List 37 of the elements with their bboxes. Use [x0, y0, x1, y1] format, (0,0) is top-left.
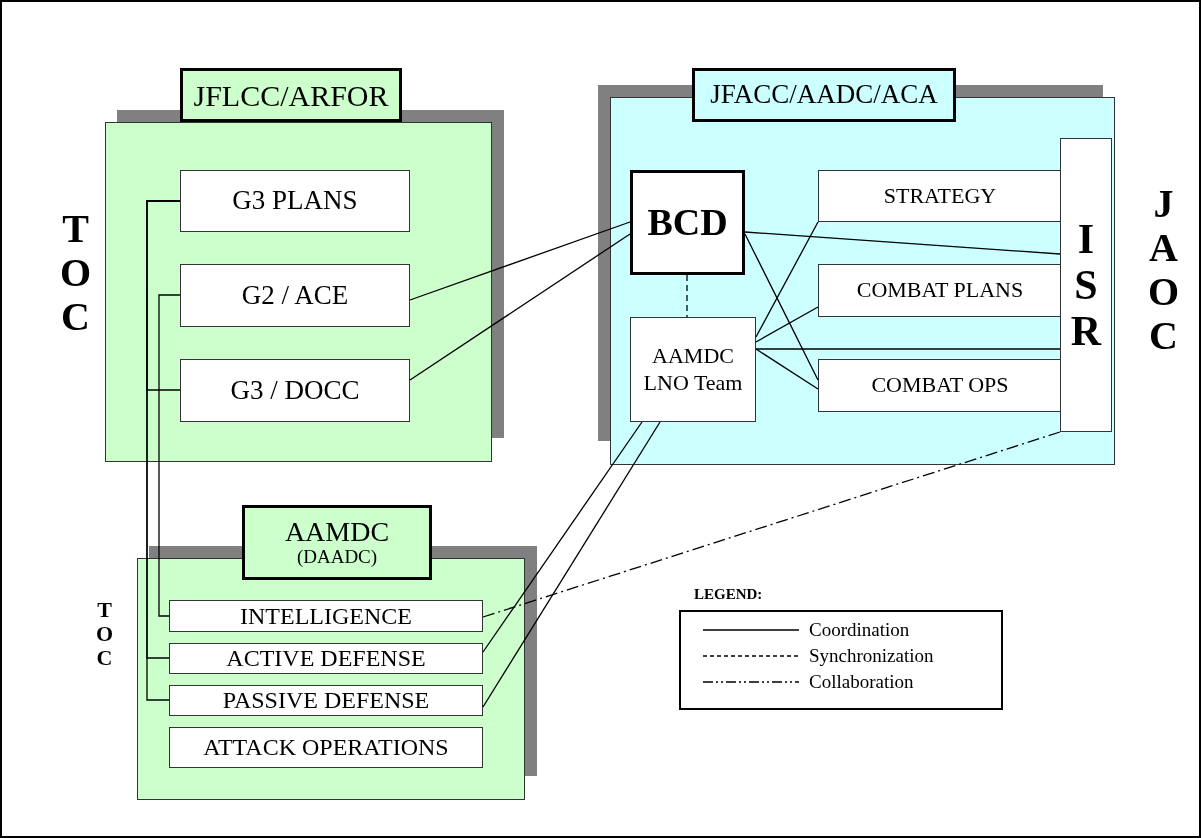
header-subtitle: (DAADC)	[296, 547, 378, 569]
legend-title: LEGEND:	[694, 586, 763, 603]
connector-line	[755, 348, 819, 390]
unit-box: INTELLIGENCE	[169, 600, 483, 632]
header-title: JFACC/AADC/ACA	[710, 80, 938, 110]
unit-box: ACTIVE DEFENSE	[169, 643, 483, 674]
unit-box: G2 / ACE	[180, 264, 410, 327]
dash-dot-connector	[482, 431, 1061, 618]
side-label: TOC	[60, 207, 92, 339]
connector-line	[744, 231, 1061, 255]
unit-box: ATTACK OPERATIONS	[169, 727, 483, 768]
connector-line	[744, 233, 819, 381]
side-label: JAOC	[1148, 182, 1180, 358]
connector-line	[409, 221, 631, 301]
unit-box: AAMDC LNO Team	[630, 317, 756, 422]
connector-line	[755, 348, 1061, 350]
connector-line	[409, 233, 631, 381]
legend-label: Synchronization	[809, 645, 934, 667]
unit-box: G3 / DOCC	[180, 359, 410, 422]
unit-box: BCD	[630, 170, 745, 275]
unit-box: G3 PLANS	[180, 170, 410, 232]
side-label: TOC	[96, 598, 114, 671]
unit-box: COMBAT OPS	[818, 359, 1062, 412]
dashed-connector	[686, 274, 688, 318]
unit-box: ISR	[1060, 138, 1112, 432]
unit-box: STRATEGY	[818, 170, 1062, 222]
legend-label: Coordination	[809, 619, 910, 641]
unit-box: COMBAT PLANS	[818, 264, 1062, 317]
legend-label: Collaboration	[809, 671, 914, 693]
header-title: JFLCC/ARFOR	[193, 78, 389, 112]
connector-line	[158, 294, 181, 617]
unit-box: PASSIVE DEFENSE	[169, 685, 483, 716]
header-title: AAMDC	[284, 516, 390, 548]
connector-line	[482, 421, 643, 653]
connector-line	[755, 306, 819, 343]
connector-line	[482, 421, 661, 708]
connector-line	[755, 221, 819, 338]
